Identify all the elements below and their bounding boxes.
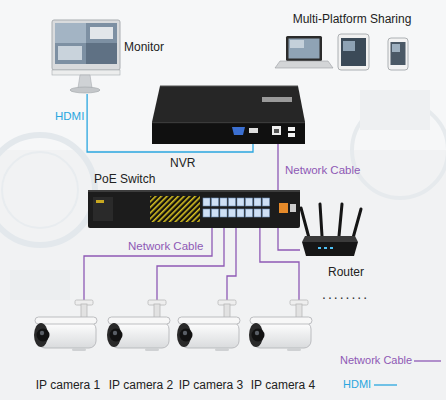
background-floor: [0, 150, 446, 400]
hud-ring: [2, 152, 78, 228]
router-node: Router: [300, 205, 360, 260]
camera-node: IP camera 4: [247, 300, 319, 392]
camera-node: IP camera 2: [105, 300, 177, 392]
cable-label: Network Cable: [285, 163, 375, 177]
poe-switch-node: PoE Switch: [88, 190, 300, 228]
cable-connector: [157, 228, 224, 300]
sharing-node: Multi-Platform Sharing: [272, 8, 432, 70]
background-shape: [10, 270, 70, 300]
ellipsis-note: ........: [322, 287, 392, 301]
legend-label: Network Cable: [340, 353, 416, 367]
ip-camera-icon: [34, 300, 97, 351]
legend-line: [414, 360, 441, 361]
legend-label: HDMI: [343, 377, 375, 391]
camera-node: IP camera 1: [32, 300, 104, 392]
router-device: [301, 204, 361, 256]
cable-connector: [84, 228, 212, 300]
ip-camera-icon: [249, 300, 312, 351]
cable-connector: [260, 228, 299, 300]
node-label: Router: [328, 265, 384, 279]
poe-switch-device: [88, 190, 300, 228]
node-label: IP camera 2: [97, 378, 185, 392]
cable-connector: [227, 228, 236, 300]
node-label: IP camera 1: [24, 378, 112, 392]
legend-line: [374, 384, 397, 385]
ip-camera-icon: [177, 300, 240, 351]
node-heading: Multi-Platform Sharing: [272, 12, 432, 26]
monitor-icon: [52, 20, 120, 93]
background-shape: [360, 90, 430, 130]
hud-ring: [0, 135, 95, 245]
sharing-devices: [275, 34, 408, 70]
monitor-node: Monitor: [50, 18, 156, 94]
nvr-node: NVR: [152, 86, 305, 144]
ip-camera-icon: [107, 300, 170, 351]
node-label: IP camera 4: [239, 378, 327, 392]
node-label: IP camera 3: [167, 378, 255, 392]
node-label: Monitor: [124, 40, 180, 54]
cable-label: HDMI: [55, 109, 95, 123]
node-label: PoE Switch: [94, 172, 194, 186]
cable-label: Network Cable: [128, 239, 218, 253]
node-label: NVR: [170, 156, 214, 170]
camera-node: IP camera 3: [175, 300, 247, 392]
nvr-device: [152, 86, 305, 144]
